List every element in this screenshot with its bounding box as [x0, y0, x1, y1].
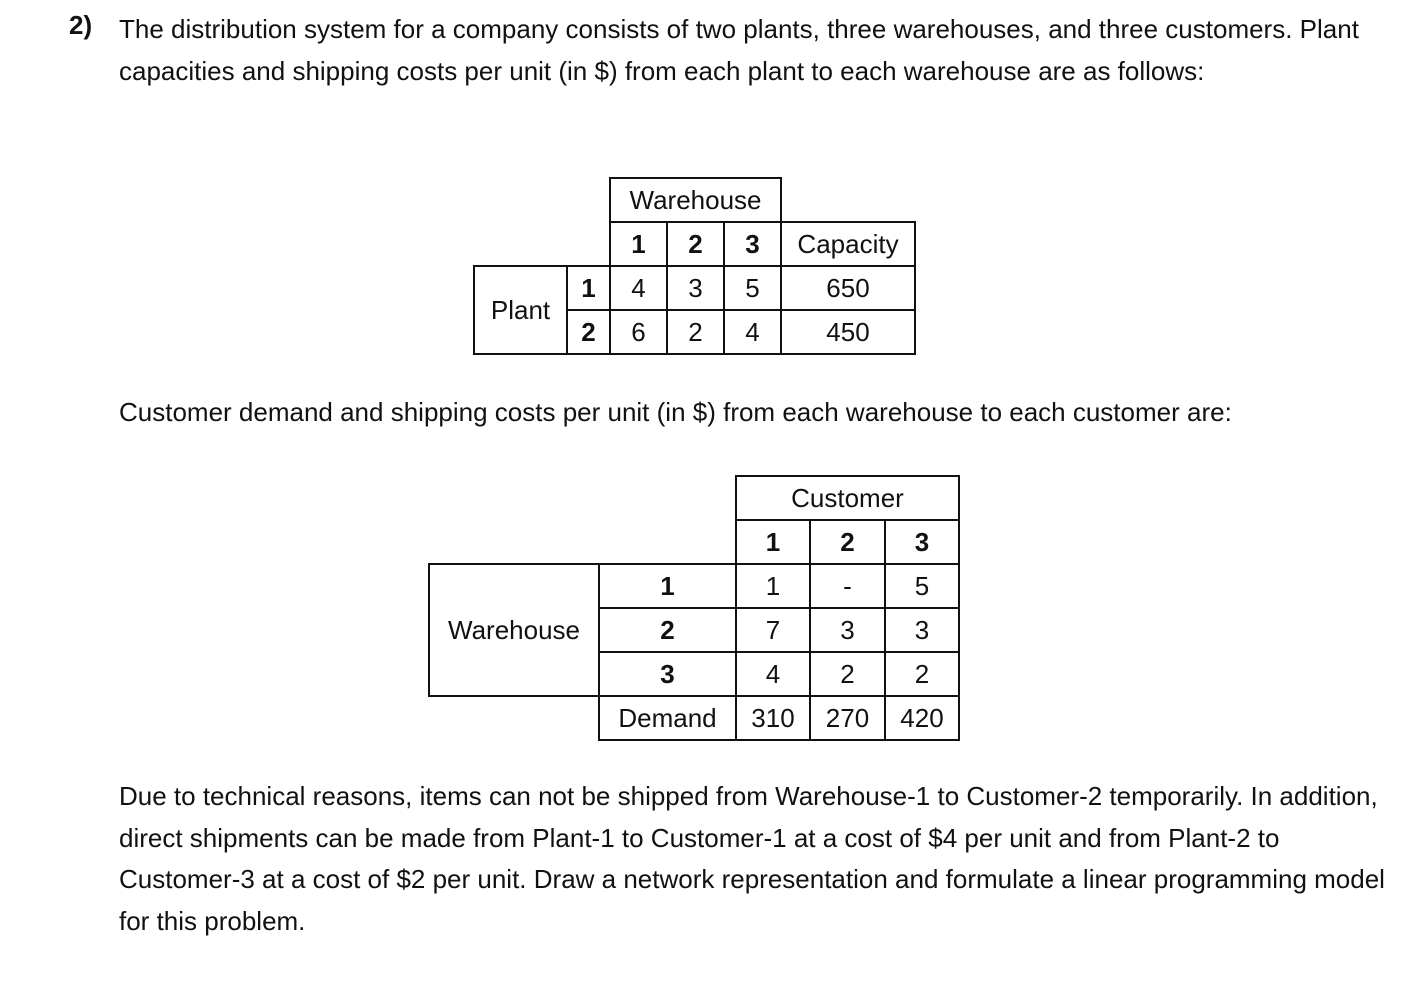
customer-col-2: 2 [809, 519, 886, 565]
closing-paragraph: Due to technical reasons, items can not … [119, 781, 1385, 936]
cost-cell: 2 [809, 651, 886, 697]
warehouse-col-2: 2 [666, 221, 725, 267]
table-row: Plant 1 4 3 5 650 [473, 265, 916, 355]
cost-cell: 2 [666, 309, 725, 355]
capacity-header: Capacity [780, 221, 916, 267]
table-row: 2 6 2 4 450 [474, 309, 916, 355]
demand-cell: 310 [735, 695, 811, 741]
cost-cell: - [809, 563, 886, 609]
warehouse-group-header: Warehouse [609, 177, 782, 223]
plant-row-label: Plant [473, 265, 568, 355]
table-row: Demand 310 270 420 [429, 695, 960, 741]
capacity-cell: 450 [780, 309, 916, 355]
demand-cell: 420 [884, 695, 960, 741]
warehouse-customer-table: Customer 1 2 3 Warehouse 1 1 - 5 2 7 3 3… [428, 475, 960, 741]
customer-col-1: 1 [735, 519, 811, 565]
problem-number: 2) [69, 10, 93, 40]
cost-cell: 3 [666, 265, 725, 311]
warehouse-col-1: 1 [609, 221, 668, 267]
capacity-cell: 650 [780, 265, 916, 311]
warehouse-id: 1 [598, 563, 737, 609]
cost-cell: 2 [884, 651, 960, 697]
plant-id: 2 [566, 309, 611, 355]
warehouse-col-3: 3 [723, 221, 782, 267]
cost-cell: 3 [884, 607, 960, 653]
cost-cell: 4 [723, 309, 782, 355]
plant-warehouse-table: Warehouse 1 2 3 Capacity Plant 1 4 3 5 6… [473, 177, 916, 355]
plant-id: 1 [566, 265, 611, 311]
customer-intro-paragraph: Customer demand and shipping costs per u… [119, 397, 1232, 427]
cost-cell: 5 [723, 265, 782, 311]
cost-cell: 6 [609, 309, 668, 355]
customer-group-header: Customer [735, 475, 960, 521]
warehouse-id: 2 [598, 607, 737, 653]
demand-cell: 270 [809, 695, 886, 741]
cost-cell: 3 [809, 607, 886, 653]
table-row: 3 4 2 2 [429, 651, 960, 697]
demand-label: Demand [598, 695, 737, 741]
cost-cell: 7 [735, 607, 811, 653]
customer-col-3: 3 [884, 519, 960, 565]
warehouse-row-label: Warehouse [428, 563, 600, 697]
cost-cell: 1 [735, 563, 811, 609]
cost-cell: 5 [884, 563, 960, 609]
cost-cell: 4 [609, 265, 668, 311]
cost-cell: 4 [735, 651, 811, 697]
table-row: Warehouse 1 1 - 5 [428, 563, 960, 697]
warehouse-id: 3 [598, 651, 737, 697]
intro-paragraph: The distribution system for a company co… [119, 14, 1359, 86]
table-row: 2 7 3 3 [429, 607, 960, 653]
